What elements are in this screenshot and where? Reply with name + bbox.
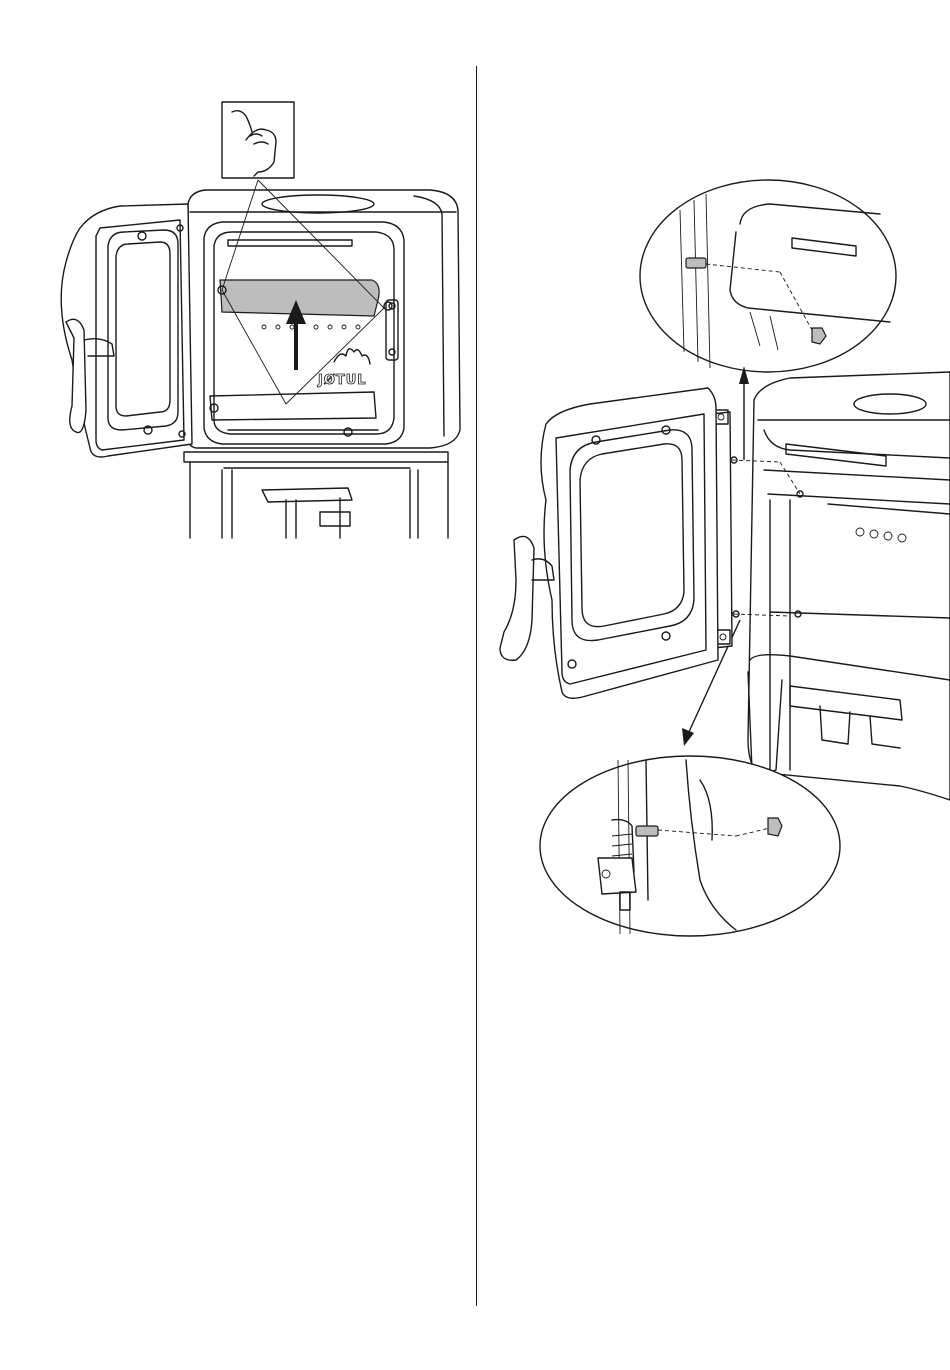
door-handle-right [500,536,534,660]
lower-hinge-detail [540,756,840,936]
figure-right [0,0,950,960]
stove-body-right [748,372,950,800]
detached-door [500,388,718,698]
upper-hinge-detail [640,180,896,372]
